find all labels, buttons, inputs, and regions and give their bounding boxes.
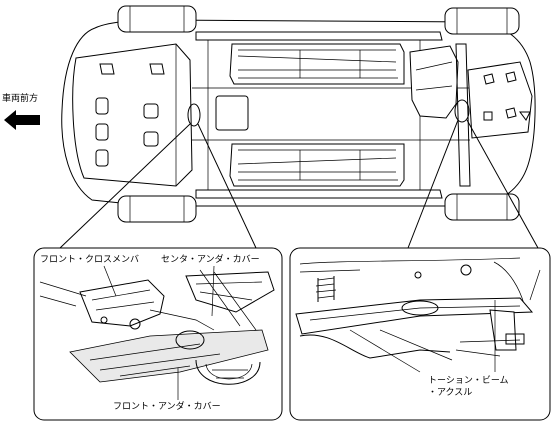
- callout-marker-front: [187, 103, 201, 127]
- center-under-cover-upper: [229, 43, 405, 85]
- vehicle-underbody: [61, 5, 536, 223]
- leader-lines: [59, 119, 539, 249]
- callout-marker-rear: [454, 99, 470, 123]
- detail-box-front: [33, 247, 283, 421]
- label-front-cross-member: フロント・クロスメンバ: [40, 255, 140, 265]
- wheel-rear-left: [444, 7, 520, 35]
- rear-tank: [409, 45, 459, 119]
- coil-spring: [315, 276, 337, 302]
- wheel-front-left: [117, 5, 197, 33]
- label-center-under-cover: センタ・アンダ・カバー: [161, 255, 260, 265]
- vehicle-front-direction-label: 車両前方: [2, 94, 39, 104]
- detail-box-rear: [289, 247, 551, 421]
- callout-ellipse-front-detail: [175, 330, 205, 350]
- label-front-under-cover: フロント・アンダ・カバー: [113, 402, 221, 412]
- callout-ellipse-rear-detail: [401, 300, 439, 316]
- torsion-beam-axle-small: [455, 43, 471, 187]
- label-torsion-beam-line2: ・アクスル: [428, 388, 473, 398]
- front-under-cover-panel: [72, 43, 193, 187]
- rear-cover-plate: [467, 61, 533, 139]
- label-torsion-beam-line1: トーション・ビーム: [428, 376, 509, 386]
- center-tunnel: [215, 95, 249, 131]
- center-under-cover-lower: [229, 143, 405, 187]
- arrow-left-icon: [4, 110, 40, 130]
- front-under-cover-detail: [69, 329, 269, 383]
- wheel-rear-right: [444, 193, 520, 221]
- front-cross-member: [79, 279, 165, 327]
- wheel-front-right: [117, 195, 197, 223]
